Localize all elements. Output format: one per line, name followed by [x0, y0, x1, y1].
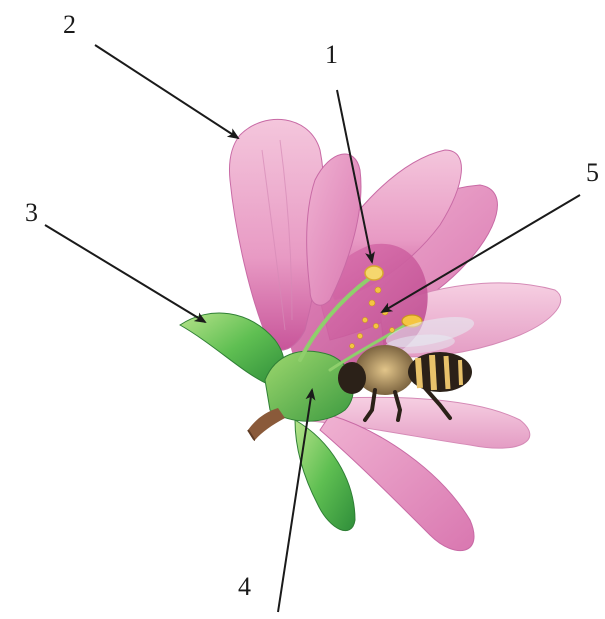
label-5: 5 — [586, 160, 599, 186]
arrow-3 — [45, 225, 205, 322]
label-3: 3 — [25, 200, 38, 226]
stem — [248, 408, 285, 440]
stigma — [365, 266, 383, 280]
arrow-2 — [95, 45, 238, 138]
label-2: 2 — [63, 12, 76, 38]
label-1: 1 — [325, 42, 338, 68]
label-4: 4 — [238, 574, 251, 600]
